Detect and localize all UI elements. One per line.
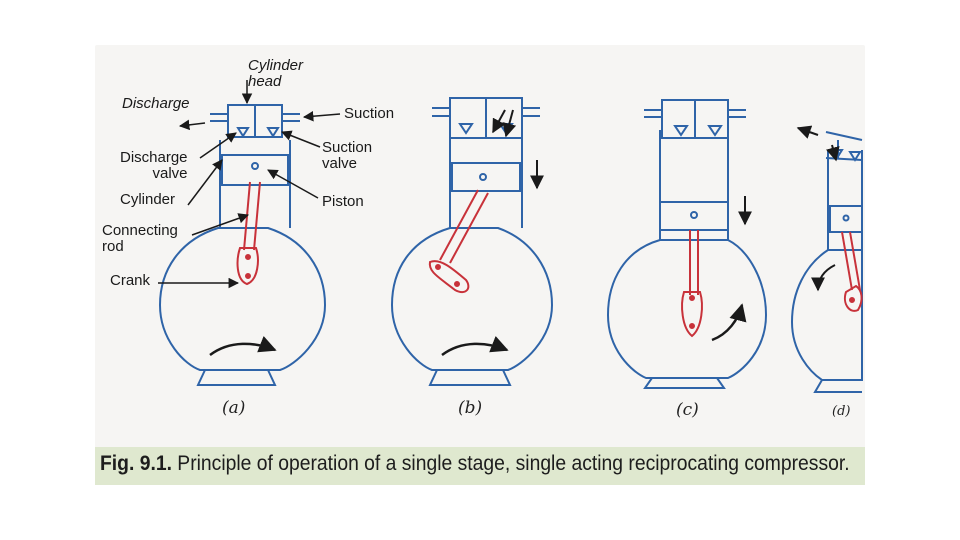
panel-b-arrows (441, 109, 544, 357)
caption-text: Principle of operation of a single stage… (177, 452, 850, 475)
panel-d-compressor (790, 131, 863, 393)
caption-band (95, 447, 865, 485)
panel-a-rotation-arrow (209, 336, 277, 357)
panel-c-arrows (711, 196, 752, 342)
panel-b-compressor (390, 97, 554, 386)
panel-c-crank (681, 230, 703, 338)
panel-label-d: (d) (832, 404, 851, 419)
panel-a-leaders (158, 80, 341, 289)
panel-label-c: (c) (676, 400, 699, 420)
panel-label-b: (b) (458, 398, 483, 418)
panel-d-crank (841, 231, 863, 312)
panel-c-compressor (606, 99, 768, 389)
panel-b-crank (428, 189, 489, 294)
figure-caption: Fig. 9.1. Principle of operation of a si… (100, 452, 850, 476)
label-cylinder: Cylinder (120, 191, 176, 208)
panel-label-a: (a) (222, 398, 246, 418)
label-suction: Suction (344, 105, 395, 122)
label-discharge: Discharge (122, 95, 190, 112)
panel-d-arrows (796, 125, 840, 292)
caption-number: Fig. 9.1. (100, 452, 172, 475)
label-piston: Piston (322, 193, 364, 210)
label-crank: Crank (110, 272, 151, 289)
